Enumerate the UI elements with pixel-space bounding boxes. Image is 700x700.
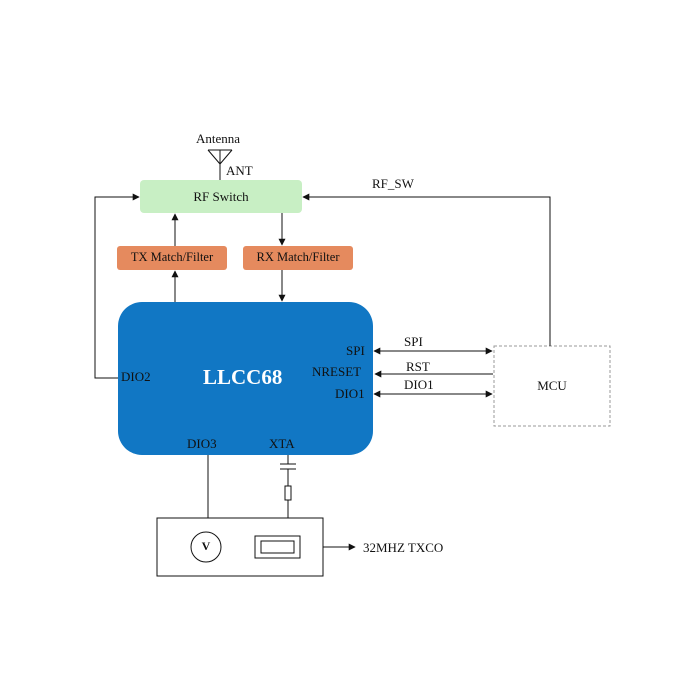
voltage-source-icon [190,531,222,563]
rf-switch-box [140,180,302,213]
dio1-signal-label: DIO1 [404,377,434,392]
tcxo-label: 32MHZ TXCO [363,540,444,555]
mcu-box [493,345,611,427]
dio2-to-switch-line [94,193,140,379]
rf-switch-label: RF Switch [193,189,249,204]
ant-label: ANT [226,163,253,178]
llcc68-chip [118,302,373,455]
tx-filter-label: TX Match/Filter [130,250,214,264]
dio1-pin-label: DIO1 [335,386,365,401]
tx-filter-box [117,246,227,270]
rx-filter-box [243,246,353,270]
xta-capacitor-resistor [280,455,296,518]
antenna-symbol [207,149,233,182]
voltage-label: V [201,539,211,553]
tcxo-box [156,517,324,577]
chip-name: LLCC68 [203,365,283,389]
rx-filter-label: RX Match/Filter [256,250,340,264]
rf-sw-label: RF_SW [372,176,414,191]
rf-sw-line [302,193,551,346]
rst-signal-label: RST [406,359,430,374]
xta-pin-label: XTA [269,436,295,451]
dio2-pin-label: DIO2 [121,369,151,384]
spi-pin-label: SPI [346,343,365,358]
antenna-label: Antenna [196,131,241,146]
nreset-pin-label: NRESET [312,364,362,379]
dio3-pin-label: DIO3 [187,436,217,451]
mcu-label: MCU [537,378,567,393]
spi-signal-label: SPI [404,334,423,349]
crystal-icon [254,535,301,559]
